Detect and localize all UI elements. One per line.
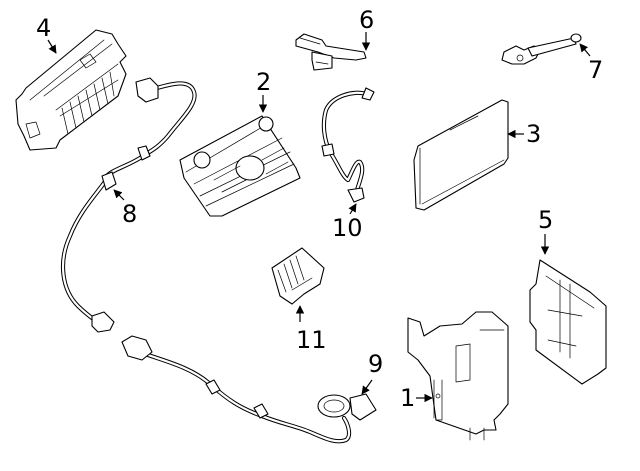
callout-1: 1: [400, 384, 433, 412]
callout-number-7: 7: [588, 56, 603, 84]
callout-number-9: 9: [368, 350, 383, 378]
callout-number-2: 2: [256, 68, 271, 96]
callout-number-4: 4: [36, 14, 51, 42]
part-6-bracket[interactable]: [295, 33, 367, 71]
callout-2: 2: [256, 68, 271, 113]
callout-7: 7: [579, 43, 603, 84]
part-10-wiring-harness[interactable]: [321, 87, 375, 203]
callout-8: 8: [113, 189, 137, 228]
callout-6: 6: [359, 6, 374, 51]
callout-number-3: 3: [526, 120, 541, 148]
part-2-control-panel[interactable]: [179, 115, 301, 217]
callout-number-8: 8: [122, 200, 137, 228]
callout-4: 4: [36, 14, 57, 54]
callout-11: 11: [295, 305, 327, 354]
callout-number-6: 6: [359, 6, 374, 34]
part-4-control-module[interactable]: [15, 29, 127, 151]
part-5-bracket[interactable]: [529, 259, 607, 385]
callout-10: 10: [332, 203, 363, 242]
callout-5: 5: [538, 206, 553, 255]
part-11-connector[interactable]: [271, 247, 325, 305]
lower-wiring-harness[interactable]: [121, 335, 377, 444]
callout-number-10: 10: [332, 214, 363, 242]
callout-3: 3: [507, 120, 541, 148]
part-1-bracket-assembly[interactable]: [407, 311, 509, 441]
callout-9: 9: [361, 350, 383, 395]
main-wiring-harness[interactable]: [61, 77, 197, 333]
part-3-display[interactable]: [413, 99, 509, 211]
part-7-arm[interactable]: [501, 33, 582, 65]
callout-number-1: 1: [400, 384, 415, 412]
callout-number-5: 5: [538, 206, 553, 234]
callout-number-11: 11: [296, 326, 327, 354]
